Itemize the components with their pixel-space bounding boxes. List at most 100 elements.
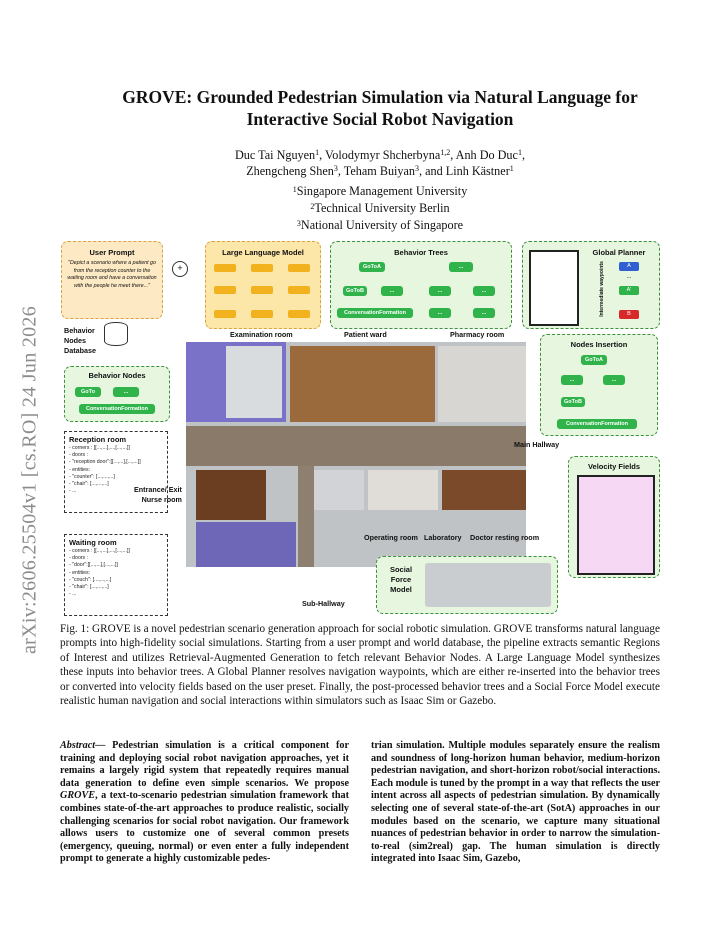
abstract-label: Abstract [60,740,96,751]
reception-line: - corners : [[...,...],...,[...,...]] [69,445,130,451]
affiliation-3: 3National University of Singapore [60,217,700,234]
llm-title: Large Language Model [222,248,304,257]
abstract-grove-name: GROVE [60,790,96,802]
render-nurse-room [196,470,266,520]
reception-room-box: Reception room - corners : [[...,...],..… [64,431,168,513]
author-3: Anh Do Duc [455,148,518,162]
bt-node-child-label: ... [389,288,395,294]
user-prompt-text: "Depict a scenario where a patient go fr… [67,260,157,289]
nodes-insertion-title: Nodes Insertion [570,340,628,349]
ni-node-dots: ... [603,375,625,385]
waiting-line: - entities: [69,569,91,576]
ni-node-conversation: ConversationFormation [557,419,637,429]
bn-node-conversation: ConversationFormation [79,404,155,414]
reception-line: - ... [69,488,77,495]
social-force-sim-view [425,563,551,607]
render-main-hallway [186,426,526,466]
user-prompt-title: User Prompt [89,248,135,257]
intermediate-waypoints-label: Intermediate waypoints [599,261,605,317]
label-patient-ward: Patient ward [344,330,387,339]
waypoint-b: B [619,310,639,319]
author-4-sup: 3 [333,164,338,173]
arxiv-side-stamp: arXiv:2606.25504v1 [cs.RO] 24 Jun 2026 [10,260,50,700]
bt-node-root2: ... [449,262,473,272]
llm-box: Large Language Model [205,241,321,329]
reception-line: - "reception door":[[...,...],[...,...]] [69,459,141,466]
velocity-fields-title: Velocity Fields [587,462,641,471]
author-list: Duc Tai Nguyen1, Volodymyr Shcherbyna1,2… [235,148,525,178]
paper-title: GROVE: Grounded Pedestrian Simulation vi… [60,86,700,130]
abstract-column-1: Abstract— Pedestrian simulation is a cri… [60,740,349,866]
render-operating-room [314,470,364,510]
llm-node [214,286,236,294]
bt-node-child: ... [429,308,451,318]
reception-line: - "chair": [...,...,...] [69,481,109,488]
llm-node [214,264,236,272]
label-pharmacy-room: Pharmacy room [450,330,505,339]
abstract-column-2: trian simulation. Multiple modules separ… [371,740,660,866]
affiliation-3-sup: 3 [296,219,301,228]
author-3-sup: 1 [517,148,522,157]
waypoint-b-label: B [627,311,631,317]
figure-caption: Fig. 1: GROVE is a novel pedestrian scen… [60,623,660,708]
behavior-nodes-db-label: Behavior Nodes Database [64,326,96,356]
author-6-sup: 1 [509,164,514,173]
bt-node-conversation-label: ConversationFormation [343,310,407,316]
bt-node-root2-label: ... [458,264,464,270]
waypoint-a: A [619,262,639,271]
db-label-line-2: Nodes [64,336,86,345]
label-examination-room: Examination room [230,330,293,339]
ni-node-dots: ... [561,375,583,385]
llm-node [288,264,310,272]
bt-node-child: ... [473,308,495,318]
label-nurse-room: Nurse room [141,495,182,504]
waiting-room-box: Waiting room - corners : [[...,...],...,… [64,534,168,616]
waiting-line: - corners : [[...,...],...,[...,...]] [69,548,130,554]
title-line-1: GROVE: Grounded Pedestrian Simulation vi… [122,87,638,107]
waypoint-a-label: A [627,263,631,269]
bn-node-dots-label: ... [123,389,129,395]
waiting-line: - "couch": [...,...,...] [69,576,112,583]
ni-node-gotoa: GoToA [581,355,607,365]
author-1: Duc Tai Nguyen [235,148,316,162]
affiliation-1-name: Singapore Management University [296,184,468,198]
ni-node-conversation-label: ConversationFormation [565,421,629,427]
bt-node-child: ... [381,286,403,296]
ni-node-gotob-label: GoToB [564,399,582,405]
abstract-part-1: Pedestrian simulation is a critical comp… [60,740,349,789]
bn-node-goto: GoTo [75,387,101,397]
render-laboratory [368,470,438,510]
bt-node-gotob-label: GoToB [346,288,364,294]
reception-room-title: Reception room [69,435,127,444]
ni-node-gotob: GoToB [561,397,585,407]
waiting-line: - "door":[[...,...],[...,...]] [69,562,118,569]
arxiv-stamp-text: arXiv:2606.25504v1 [cs.RO] 24 Jun 2026 [18,305,41,655]
render-pharmacy-room [438,346,526,422]
render-sub-hallway-room [196,522,296,567]
plus-sign: + [177,263,183,273]
affiliation-3-name: National University of Singapore [300,218,464,232]
render-sub-hallway-corridor [298,466,314,567]
bt-node-child-label: ... [481,310,487,316]
behavior-trees-title: Behavior Trees [394,248,448,257]
author-5: Teham Buiyan [343,164,416,178]
author-6: Linh Kästner [445,164,510,178]
behavior-nodes-title: Behavior Nodes [88,371,146,380]
bt-node-child: ... [473,286,495,296]
social-force-title-text: Social Force Model [389,565,413,594]
reception-line: - "counter": [...,...,...] [69,473,115,480]
affiliations: 1Singapore Management University 2Techni… [60,183,700,234]
affiliation-2-sup: 2 [310,202,315,211]
llm-node [288,286,310,294]
planner-map [529,250,579,326]
velocity-field-plot [577,475,655,575]
social-force-box: Social Force Model [376,556,558,614]
db-label-line-1: Behavior [64,326,95,335]
bn-node-goto-label: GoTo [81,389,95,395]
bt-node-child-label: ... [437,288,443,294]
llm-node [251,264,273,272]
waypoint-dots: ... [619,274,639,280]
render-patient-ward [290,346,435,422]
affiliation-1: 1Singapore Management University [60,183,700,200]
waiting-line: - ... [69,591,77,598]
